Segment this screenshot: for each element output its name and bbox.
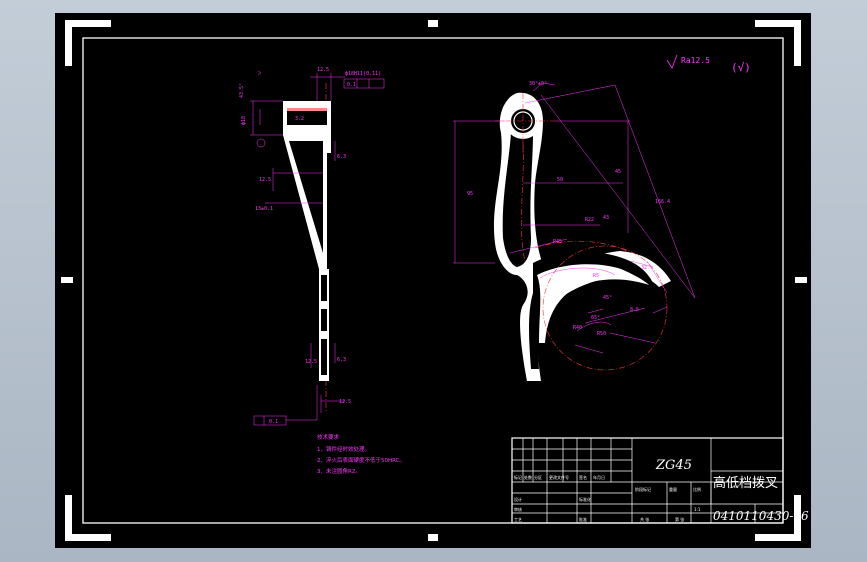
svg-text:R22: R22 — [585, 217, 594, 223]
frame-corner-marks — [61, 20, 807, 541]
svg-text:32: 32 — [641, 265, 647, 271]
svg-text:重量: 重量 — [669, 486, 677, 492]
svg-text:ф18H11(0.11): ф18H11(0.11) — [345, 71, 381, 77]
technical-notes: 技术要求 1、铸件经时效处理。 2、淬火后表面硬度不低于50HRC。 3、未注圆… — [317, 433, 405, 475]
svg-text:设计: 设计 — [514, 496, 522, 502]
svg-text:ф18: ф18 — [241, 116, 247, 125]
svg-text:处数: 处数 — [524, 474, 532, 480]
svg-text:0.1: 0.1 — [269, 419, 278, 425]
svg-text:阶段标记: 阶段标记 — [635, 486, 651, 492]
svg-text:45°: 45° — [603, 295, 612, 301]
side-view-labels: 43.5° ф18 3.2 12.5 ф18H11(0.11) 0.1 12.5… — [239, 67, 381, 425]
svg-text:签名: 签名 — [579, 474, 587, 480]
svg-text:12.5: 12.5 — [305, 359, 317, 365]
title-block: ZG45 高低档拨叉 0410110430-06 标记处数分区 更改文件号 签名年… — [511, 437, 809, 524]
svg-text:43.5°: 43.5° — [239, 83, 245, 98]
roughness-suffix: (√) — [731, 61, 751, 74]
front-view: 30°±0° 95 50 45 166.4 R22 43 R45 R5 32 4… — [453, 81, 696, 381]
part-name: 高低档拨叉 — [713, 475, 778, 491]
svg-text:年月日: 年月日 — [593, 474, 605, 480]
svg-text:12.5: 12.5 — [259, 177, 271, 183]
drawing-number: 0410110430-06 — [713, 509, 809, 523]
svg-text:R45: R45 — [553, 239, 562, 245]
svg-text:166.4: 166.4 — [655, 199, 670, 205]
border-line — [82, 37, 784, 524]
svg-text:2、淬火后表面硬度不低于50HRC。: 2、淬火后表面硬度不低于50HRC。 — [317, 456, 405, 464]
svg-text:标记: 标记 — [514, 474, 522, 480]
svg-text:分区: 分区 — [534, 474, 542, 480]
svg-text:批准: 批准 — [579, 516, 587, 522]
svg-text:R5: R5 — [593, 273, 599, 279]
svg-text:30°±0°: 30°±0° — [529, 81, 547, 87]
svg-text:1、铸件经时效处理。: 1、铸件经时效处理。 — [317, 445, 370, 453]
svg-text:共 张: 共 张 — [640, 516, 649, 522]
svg-text:审核: 审核 — [514, 506, 522, 512]
svg-text:8.5: 8.5 — [630, 307, 639, 313]
material-label: ZG45 — [655, 458, 692, 473]
roughness-value: Ra12.5 — [681, 56, 710, 65]
svg-text:95: 95 — [467, 191, 473, 197]
svg-text:6.3: 6.3 — [337, 357, 346, 363]
svg-text:比例: 比例 — [693, 486, 701, 492]
svg-text:第 张: 第 张 — [675, 516, 684, 522]
svg-text:技术要求: 技术要求 — [317, 433, 340, 441]
title-block-small-text: 标记处数分区 更改文件号 签名年月日 设计 标准化 阶段标记 重量 比例 1:1 审核工… — [514, 474, 701, 522]
svg-text:3、未注圆角R2。: 3、未注圆角R2。 — [317, 467, 361, 475]
drawing-canvas: Ra12.5 (√) — [61, 20, 809, 541]
side-view — [250, 70, 385, 426]
svg-text:更改文件号: 更改文件号 — [549, 474, 569, 480]
svg-text:45: 45 — [615, 169, 621, 175]
svg-text:工艺: 工艺 — [514, 517, 522, 522]
svg-text:65°: 65° — [591, 315, 600, 321]
svg-text:标准化: 标准化 — [579, 496, 591, 502]
svg-text:R40: R40 — [573, 325, 582, 331]
svg-text:12.5: 12.5 — [317, 67, 329, 73]
svg-text:12.5: 12.5 — [339, 399, 351, 405]
roughness-symbol: Ra12.5 (√) — [666, 54, 751, 74]
svg-text:6.3: 6.3 — [337, 154, 346, 160]
svg-text:1:1: 1:1 — [694, 507, 701, 512]
svg-text:3.2: 3.2 — [295, 116, 304, 122]
svg-text:0.1: 0.1 — [347, 82, 356, 88]
svg-text:R50: R50 — [597, 331, 606, 337]
svg-text:43: 43 — [603, 215, 609, 221]
svg-text:50: 50 — [557, 177, 563, 183]
drawing-sheet: Ra12.5 (√) — [55, 13, 811, 548]
svg-text:13±0.1: 13±0.1 — [255, 206, 273, 212]
